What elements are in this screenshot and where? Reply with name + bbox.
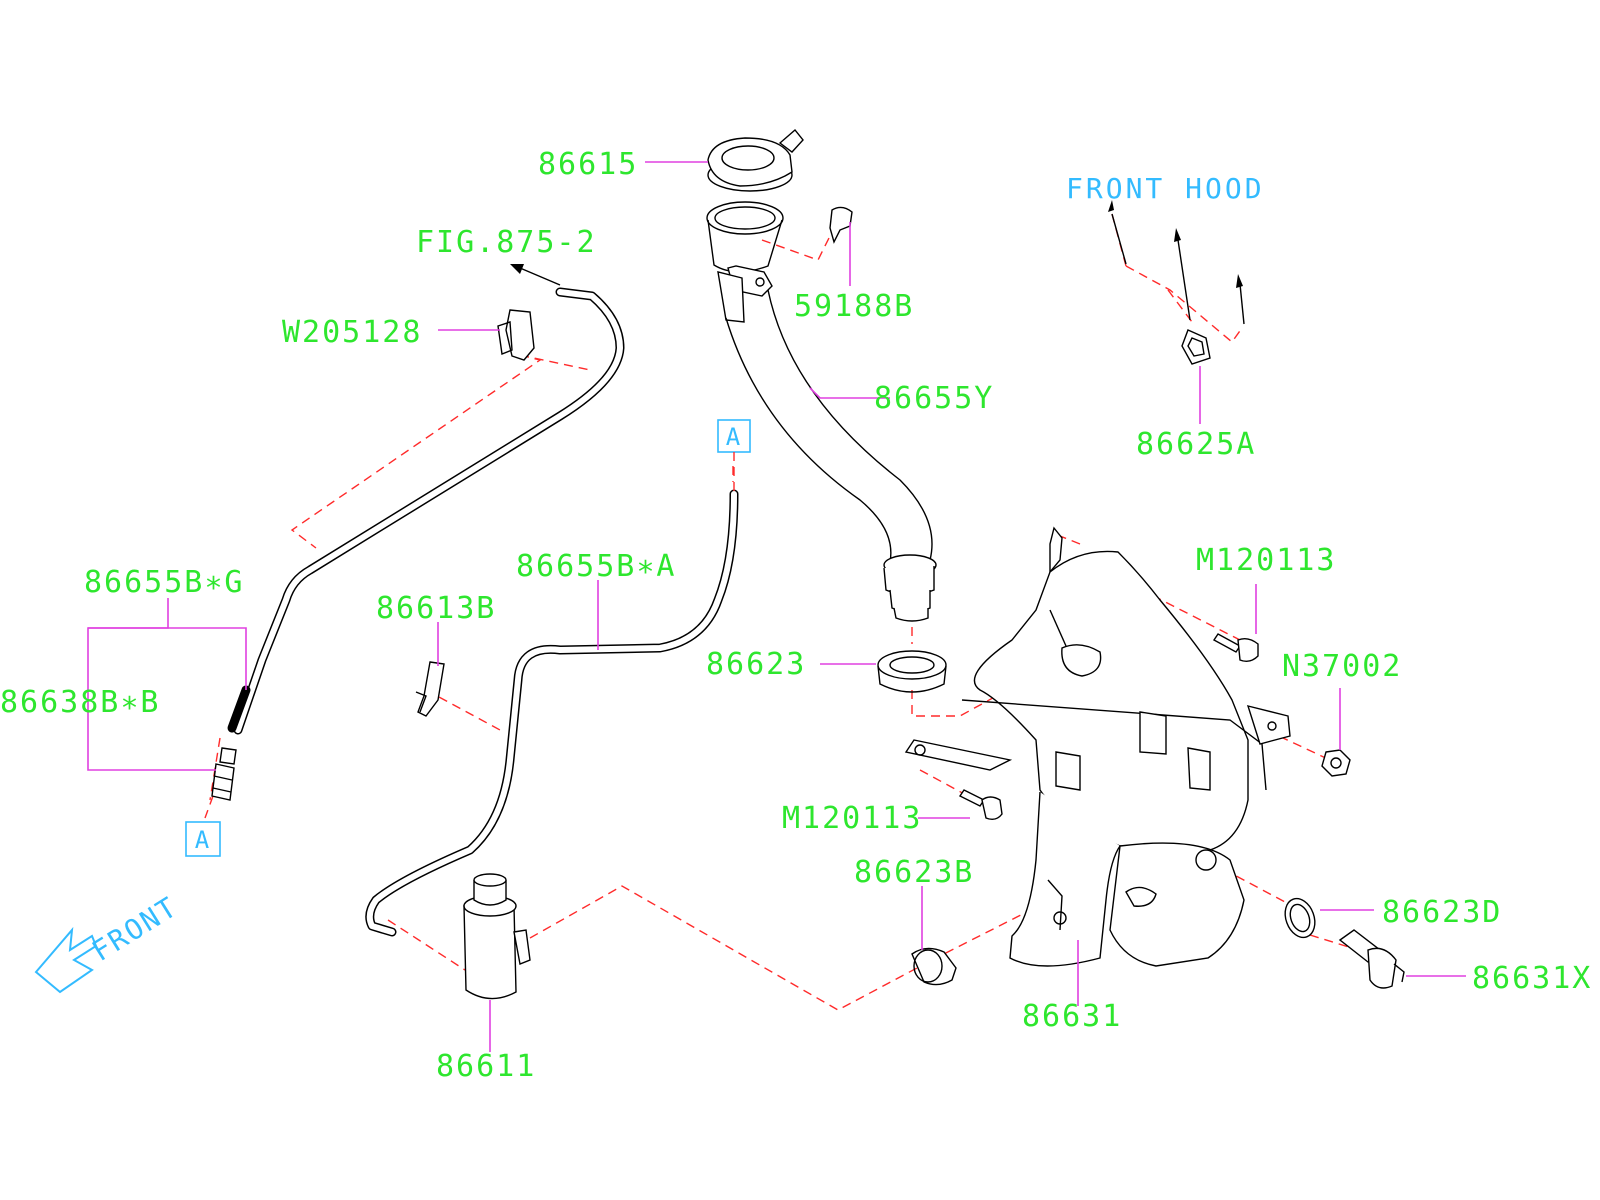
label-86611: 86611	[436, 1049, 536, 1084]
label-86655b-g: 86655B∗G	[84, 565, 245, 600]
label-86623d: 86623D	[1382, 895, 1502, 930]
washer-tank-86631	[904, 526, 1291, 1006]
sensor-86631x	[1338, 929, 1405, 989]
connector-a-top: A	[717, 419, 751, 494]
ring-86623d	[1284, 897, 1316, 939]
bolt-m120113-bottom	[958, 789, 1003, 821]
front-hood-arrows	[1108, 200, 1245, 325]
label-front-hood: FRONT HOOD	[1066, 172, 1265, 205]
bolt-m120113-top	[1212, 633, 1259, 663]
fig-ref-arrow	[510, 264, 561, 286]
label-86655b-a: 86655B∗A	[516, 549, 677, 584]
filler-neck-86655y	[706, 201, 937, 622]
label-59188b: 59188B	[794, 289, 914, 324]
clip-59188b	[829, 206, 853, 244]
label-86625a: 86625A	[1136, 427, 1256, 462]
label-m120113-bottom: M120113	[782, 801, 922, 836]
connector-a-top-label: A	[726, 423, 742, 451]
label-front: FRONT	[86, 890, 183, 968]
label-86655y: 86655Y	[874, 381, 994, 416]
joint-86638b-b	[211, 747, 237, 801]
hood-grommet-86625a	[1181, 329, 1211, 424]
front-arrow-icon	[34, 926, 98, 994]
label-86615: 86615	[538, 147, 638, 182]
label-n37002: N37002	[1282, 649, 1402, 684]
clip-w205128	[497, 309, 535, 361]
seal-86623	[877, 650, 947, 693]
label-fig-875-2: FIG.875-2	[416, 225, 597, 260]
leader-lines	[87, 161, 1466, 977]
connector-a-bottom: A	[185, 821, 221, 857]
label-m120113-top: M120113	[1196, 543, 1336, 578]
label-86638b-b: 86638B∗B	[0, 685, 161, 720]
label-86623: 86623	[706, 647, 806, 682]
label-86613b: 86613B	[376, 591, 496, 626]
connector-a-bottom-label: A	[195, 826, 211, 854]
label-w205128: W205128	[282, 315, 422, 350]
label-86623b: 86623B	[854, 855, 974, 890]
label-86631x: 86631X	[1472, 961, 1592, 996]
hose-86655b-g	[227, 287, 625, 735]
filler-cap-86615	[707, 128, 804, 192]
grommet-86623b	[911, 947, 957, 986]
label-86631: 86631	[1022, 999, 1122, 1034]
nut-n37002	[1321, 749, 1351, 777]
clip-86613b	[415, 661, 445, 717]
hose-86655b-a	[365, 489, 739, 937]
washer-motor-86611	[463, 873, 531, 1052]
